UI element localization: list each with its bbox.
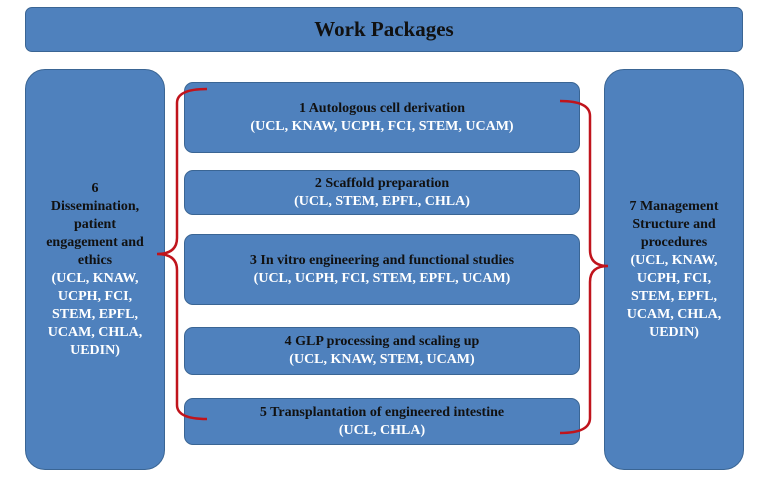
wp7-partners-line: UEDIN) (649, 324, 699, 340)
wp5-box: 5 Transplantation of engineered intestin… (184, 398, 580, 445)
wp6-label-line: patient (74, 216, 116, 232)
wp1-label: 1 Autologous cell derivation (298, 100, 466, 116)
wp5-label: 5 Transplantation of engineered intestin… (259, 404, 505, 420)
wp6-partners-line: UCAM, CHLA, (47, 324, 143, 340)
wp6-partners-line: STEM, EPFL, (52, 306, 138, 322)
wp7-partners-line: STEM, EPFL, (631, 288, 717, 304)
wp6-dissemination-box: 6 Dissemination, patient engagement and … (25, 69, 165, 470)
wp2-box: 2 Scaffold preparation (UCL, STEM, EPFL,… (184, 170, 580, 215)
wp6-partners-line: UEDIN) (70, 342, 120, 358)
right-curly-bracket (559, 99, 609, 435)
wp4-partners: (UCL, KNAW, STEM, UCAM) (289, 352, 475, 367)
wp5-partners: (UCL, CHLA) (338, 422, 426, 438)
wp7-label-line: procedures (640, 234, 708, 250)
wp7-partners-line: UCPH, FCI, (636, 270, 712, 286)
wp2-partners: (UCL, STEM, EPFL, CHLA) (294, 193, 470, 209)
wp1-box: 1 Autologous cell derivation (UCL, KNAW,… (184, 82, 580, 153)
wp7-partners-line: (UCL, KNAW, (630, 252, 718, 268)
wp7-label-line: Structure and (632, 216, 716, 232)
wp7-partners-line: UCAM, CHLA, (626, 306, 722, 322)
wp3-label: 3 In vitro engineering and functional st… (249, 252, 515, 268)
wp3-box: 3 In vitro engineering and functional st… (184, 234, 580, 305)
wp6-partners-line: (UCL, KNAW, (51, 270, 139, 286)
wp1-partners: (UCL, KNAW, UCPH, FCI, STEM, UCAM) (250, 118, 514, 134)
wp6-label-line: ethics (77, 252, 113, 268)
wp6-label-line: 6 (91, 180, 99, 196)
wp3-partners: (UCL, UCPH, FCI, STEM, EPFL, UCAM) (253, 270, 511, 286)
wp7-label-line: 7 Management (629, 198, 719, 214)
wp6-partners-line: UCPH, FCI, (57, 288, 133, 304)
wp7-management-box: 7 Management Structure and procedures (U… (604, 69, 744, 470)
wp4-label: 4 GLP processing and scaling up (284, 334, 480, 349)
work-packages-header: Work Packages (25, 7, 743, 52)
wp2-label: 2 Scaffold preparation (314, 175, 450, 191)
left-curly-bracket (156, 87, 208, 421)
diagram-title: Work Packages (314, 17, 454, 41)
wp6-label-line: Dissemination, (50, 198, 140, 214)
wp6-label-line: engagement and (46, 234, 144, 250)
wp4-box: 4 GLP processing and scaling up (UCL, KN… (184, 327, 580, 375)
